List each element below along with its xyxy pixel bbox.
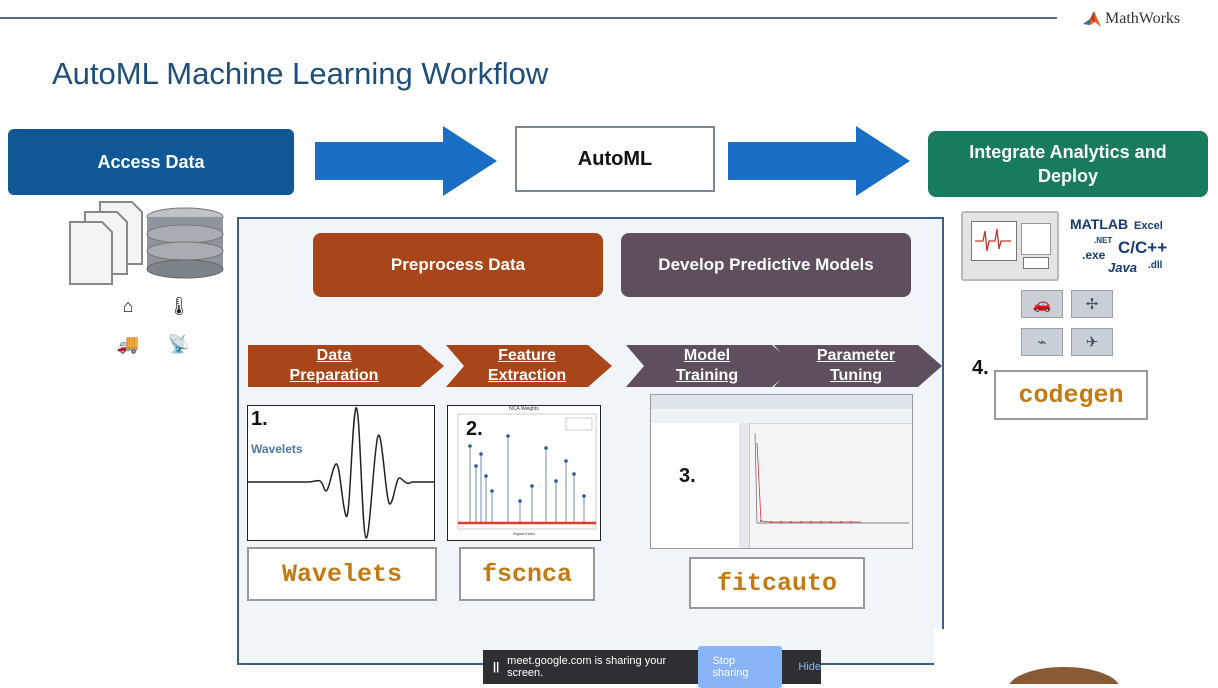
step-number-3: 3. (679, 465, 696, 487)
brand-name: MathWorks (1105, 10, 1181, 27)
integrate-deploy-box: Integrate Analytics and Deploy (928, 131, 1208, 197)
chevron-model-training (626, 345, 796, 387)
step-number-4: 4. (972, 357, 989, 379)
participant-head-icon (1009, 667, 1119, 684)
deployment-targets: MATLAB Excel .NET .exe C/C++ Java .dll (1070, 216, 1168, 275)
satellite-icon: 📡 (167, 333, 191, 354)
step-parameter-tuning: Parameter Tuning (816, 347, 896, 384)
wavelet-plot (248, 407, 434, 539)
slide-title: AutoML Machine Learning Workflow (52, 56, 549, 91)
car-icon: 🚗 (1021, 290, 1063, 318)
signal-icon (975, 228, 1011, 252)
wind-turbine-icon: ✢ (1071, 290, 1113, 318)
airplane-icon: ✈ (1071, 328, 1113, 356)
chevron-feature-extraction (446, 345, 612, 387)
access-data-box: Access Data (8, 129, 294, 195)
wavelet-label: Wavelets (251, 442, 303, 456)
stop-sharing-button[interactable]: Stop sharing (698, 646, 783, 688)
flow-arrow-2 (728, 126, 910, 196)
data-sources-icon (69, 201, 224, 285)
sensor-device-icon: ⌁ (1021, 328, 1063, 356)
chevron-parameter-tuning (774, 345, 942, 387)
classification-app-image: 3. (650, 394, 913, 549)
truck-icon: 🚚 (116, 333, 140, 354)
step-number-2: 2. (466, 418, 483, 440)
nca-chart-title: NCA Weights (509, 406, 539, 412)
home-sensor-icon: ⌂ (122, 295, 134, 316)
wavelet-image: 1. Wavelets (247, 405, 435, 541)
deployed-app-icon (961, 211, 1059, 281)
mathworks-logo: MathWorks (1082, 8, 1180, 30)
hide-button[interactable]: Hide (798, 661, 821, 673)
wavelets-function-box: Wavelets (247, 547, 437, 601)
step-model-training: Model Training (675, 347, 739, 384)
step-data-preparation: Data Preparation (289, 347, 379, 384)
nca-stem-plot (457, 413, 597, 530)
chevron-data-preparation (248, 345, 444, 387)
flow-arrow-1 (315, 126, 497, 196)
webcam-overlay (934, 629, 1218, 684)
fscnca-function-box: fscnca (459, 547, 595, 601)
membrane-icon (1083, 11, 1101, 27)
preprocess-data-box: Preprocess Data (313, 233, 603, 297)
pause-icon: || (493, 661, 500, 673)
fitcauto-function-box: fitcauto (689, 557, 865, 609)
thermometer-icon: 🌡 (167, 295, 191, 316)
screen-sharing-bar: || meet.google.com is sharing your scree… (483, 646, 821, 688)
tuning-plot (754, 432, 909, 524)
step-feature-extraction: Feature Extraction (487, 347, 567, 384)
develop-models-box: Develop Predictive Models (621, 233, 911, 297)
nca-weights-image: NCA Weights 2. Signal Index (447, 405, 601, 541)
nca-xlabel: Signal Index (512, 531, 535, 536)
sharing-message: meet.google.com is sharing your screen. (507, 655, 667, 679)
step-number-1: 1. (251, 408, 268, 430)
automl-box: AutoML (515, 126, 715, 192)
header-divider (0, 17, 1057, 19)
codegen-function-box: codegen (994, 370, 1148, 420)
